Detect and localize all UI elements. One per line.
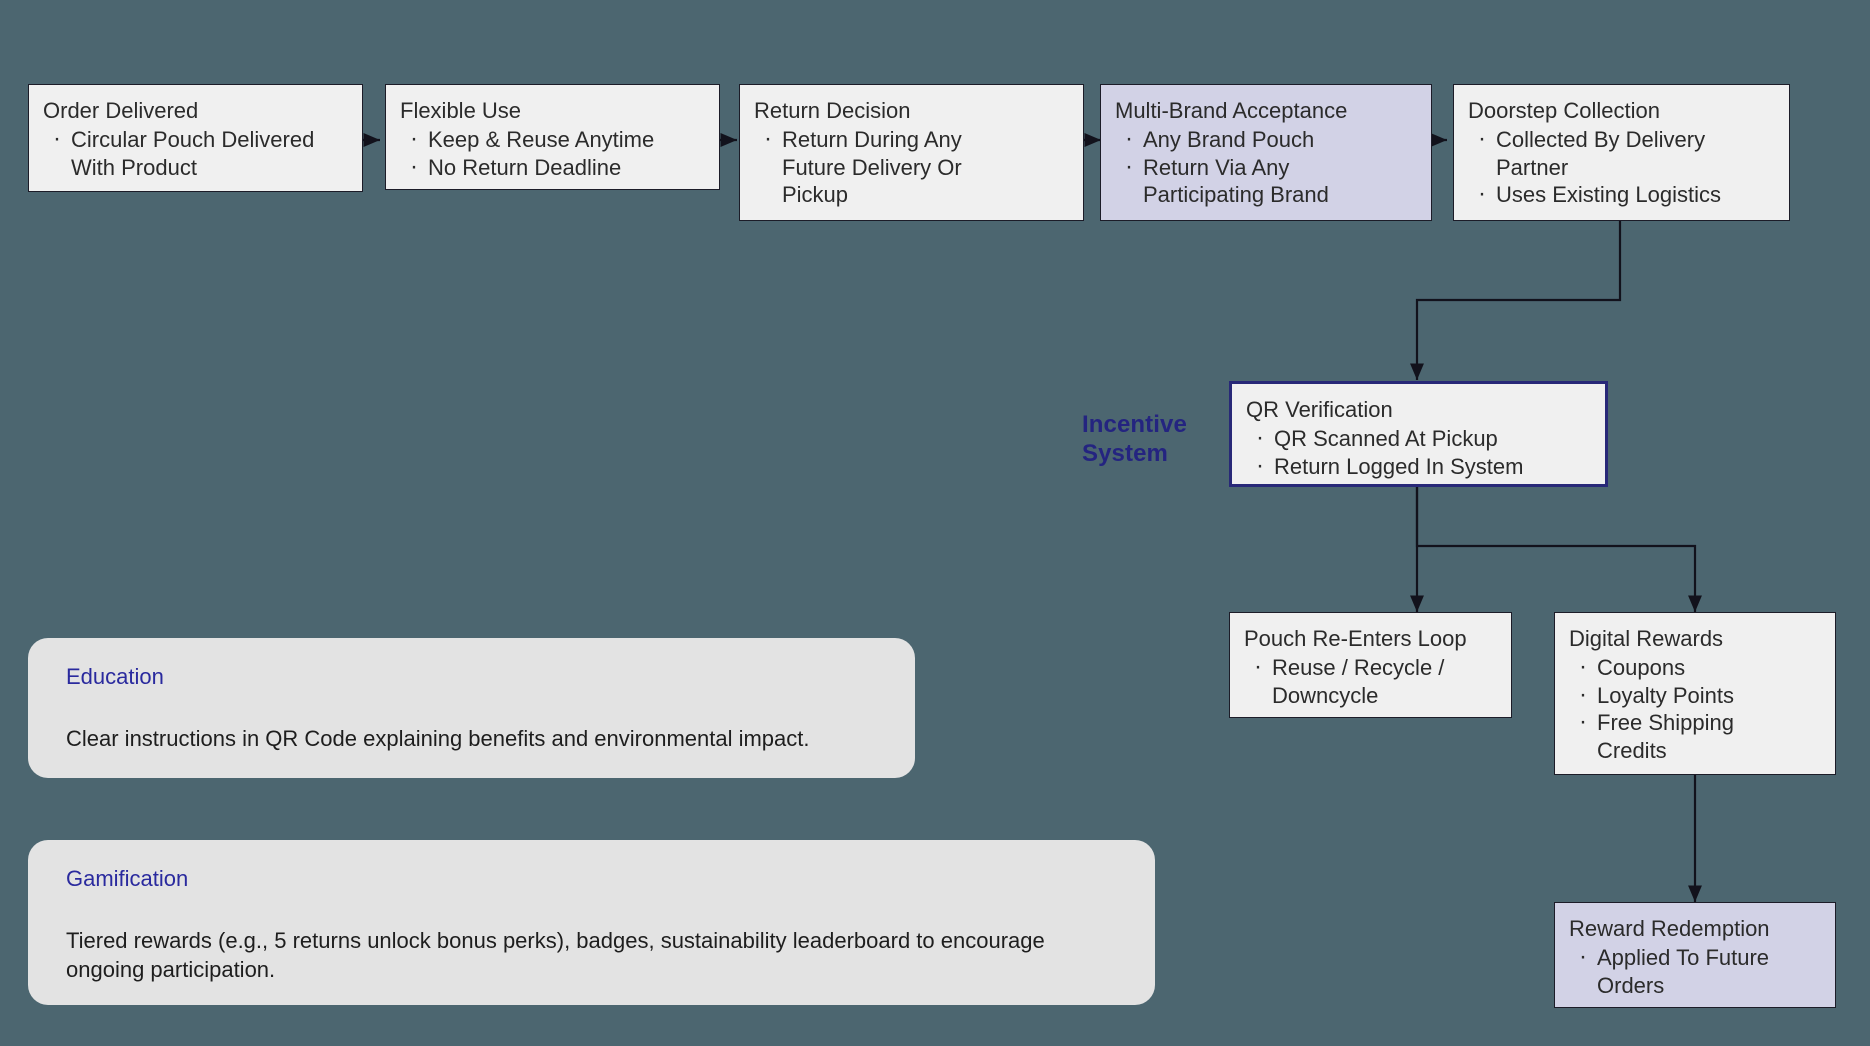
node-title: Flexible Use — [400, 98, 522, 123]
bullet-item: Any Brand Pouch — [1115, 125, 1415, 154]
panel-title: Education — [66, 664, 164, 689]
bullet-item: Return During Any Future Delivery Or Pic… — [754, 125, 997, 209]
node-bullets: Reuse / Recycle / Downcycle — [1244, 653, 1495, 709]
bullet-item: QR Scanned At Pickup — [1246, 424, 1589, 453]
node-multi-brand-acceptance[interactable]: Multi-Brand Acceptance Any Brand Pouch R… — [1100, 84, 1432, 221]
node-bullets: Coupons Loyalty Points Free Shipping Cre… — [1569, 653, 1819, 764]
node-bullets: Return During Any Future Delivery Or Pic… — [754, 125, 1067, 209]
node-bullets: QR Scanned At Pickup Return Logged In Sy… — [1246, 424, 1589, 481]
node-title: Order Delivered — [43, 98, 199, 123]
edge-qr-to-digital — [1415, 487, 1703, 613]
cluster-label-line2: System — [1082, 440, 1168, 467]
node-title: Pouch Re-Enters Loop — [1244, 626, 1467, 651]
panel-body: Clear instructions in QR Code explaining… — [66, 726, 810, 751]
bullet-item: Loyalty Points — [1569, 681, 1819, 710]
node-reward-redemption[interactable]: Reward Redemption Applied To Future Orde… — [1554, 902, 1836, 1008]
bullet-item: Circular Pouch Delivered With Product — [43, 125, 316, 181]
node-title: Return Decision — [754, 98, 911, 123]
panel-education[interactable]: Education Clear instructions in QR Code … — [28, 638, 915, 778]
cluster-label-incentive-system: Incentive System — [1082, 410, 1187, 468]
node-qr-verification[interactable]: QR Verification QR Scanned At Pickup Ret… — [1229, 381, 1608, 487]
node-pouch-re-enters-loop[interactable]: Pouch Re-Enters Loop Reuse / Recycle / D… — [1229, 612, 1512, 718]
bullet-item: Reuse / Recycle / Downcycle — [1244, 653, 1472, 709]
node-bullets: Keep & Reuse Anytime No Return Deadline — [400, 125, 703, 182]
node-return-decision[interactable]: Return Decision Return During Any Future… — [739, 84, 1084, 221]
panel-title: Gamification — [66, 866, 189, 891]
bullet-item: Uses Existing Logistics — [1468, 180, 1773, 209]
bullet-item: Free Shipping Credits — [1569, 708, 1747, 764]
cluster-label-line1: Incentive — [1082, 411, 1187, 438]
panel-gamification[interactable]: Gamification Tiered rewards (e.g., 5 ret… — [28, 840, 1155, 1005]
node-flexible-use[interactable]: Flexible Use Keep & Reuse Anytime No Ret… — [385, 84, 720, 190]
node-doorstep-collection[interactable]: Doorstep Collection Collected By Deliver… — [1453, 84, 1790, 221]
bullet-item: Keep & Reuse Anytime — [400, 125, 703, 154]
node-bullets: Applied To Future Orders — [1569, 943, 1819, 999]
node-bullets: Collected By Delivery Partner Uses Exist… — [1468, 125, 1773, 209]
node-bullets: Any Brand Pouch Return Via Any Participa… — [1115, 125, 1415, 209]
bullet-item: Return Via Any Participating Brand — [1115, 153, 1348, 209]
bullet-item: Applied To Future Orders — [1569, 943, 1787, 999]
edge-doorstep-to-qr — [1409, 221, 1622, 381]
node-title: Reward Redemption — [1569, 916, 1770, 941]
bullet-item: Return Logged In System — [1246, 452, 1589, 481]
node-title: Digital Rewards — [1569, 626, 1724, 651]
bullet-item: Coupons — [1569, 653, 1819, 682]
node-title: QR Verification — [1246, 397, 1393, 422]
bullet-item: No Return Deadline — [400, 153, 703, 182]
node-bullets: Circular Pouch Delivered With Product — [43, 125, 346, 181]
node-title: Multi-Brand Acceptance — [1115, 98, 1348, 123]
panel-body: Tiered rewards (e.g., 5 returns unlock b… — [66, 928, 1045, 982]
bullet-item: Collected By Delivery Partner — [1468, 125, 1726, 181]
node-digital-rewards[interactable]: Digital Rewards Coupons Loyalty Points F… — [1554, 612, 1836, 775]
node-order-delivered[interactable]: Order Delivered Circular Pouch Delivered… — [28, 84, 363, 192]
node-title: Doorstep Collection — [1468, 98, 1660, 123]
